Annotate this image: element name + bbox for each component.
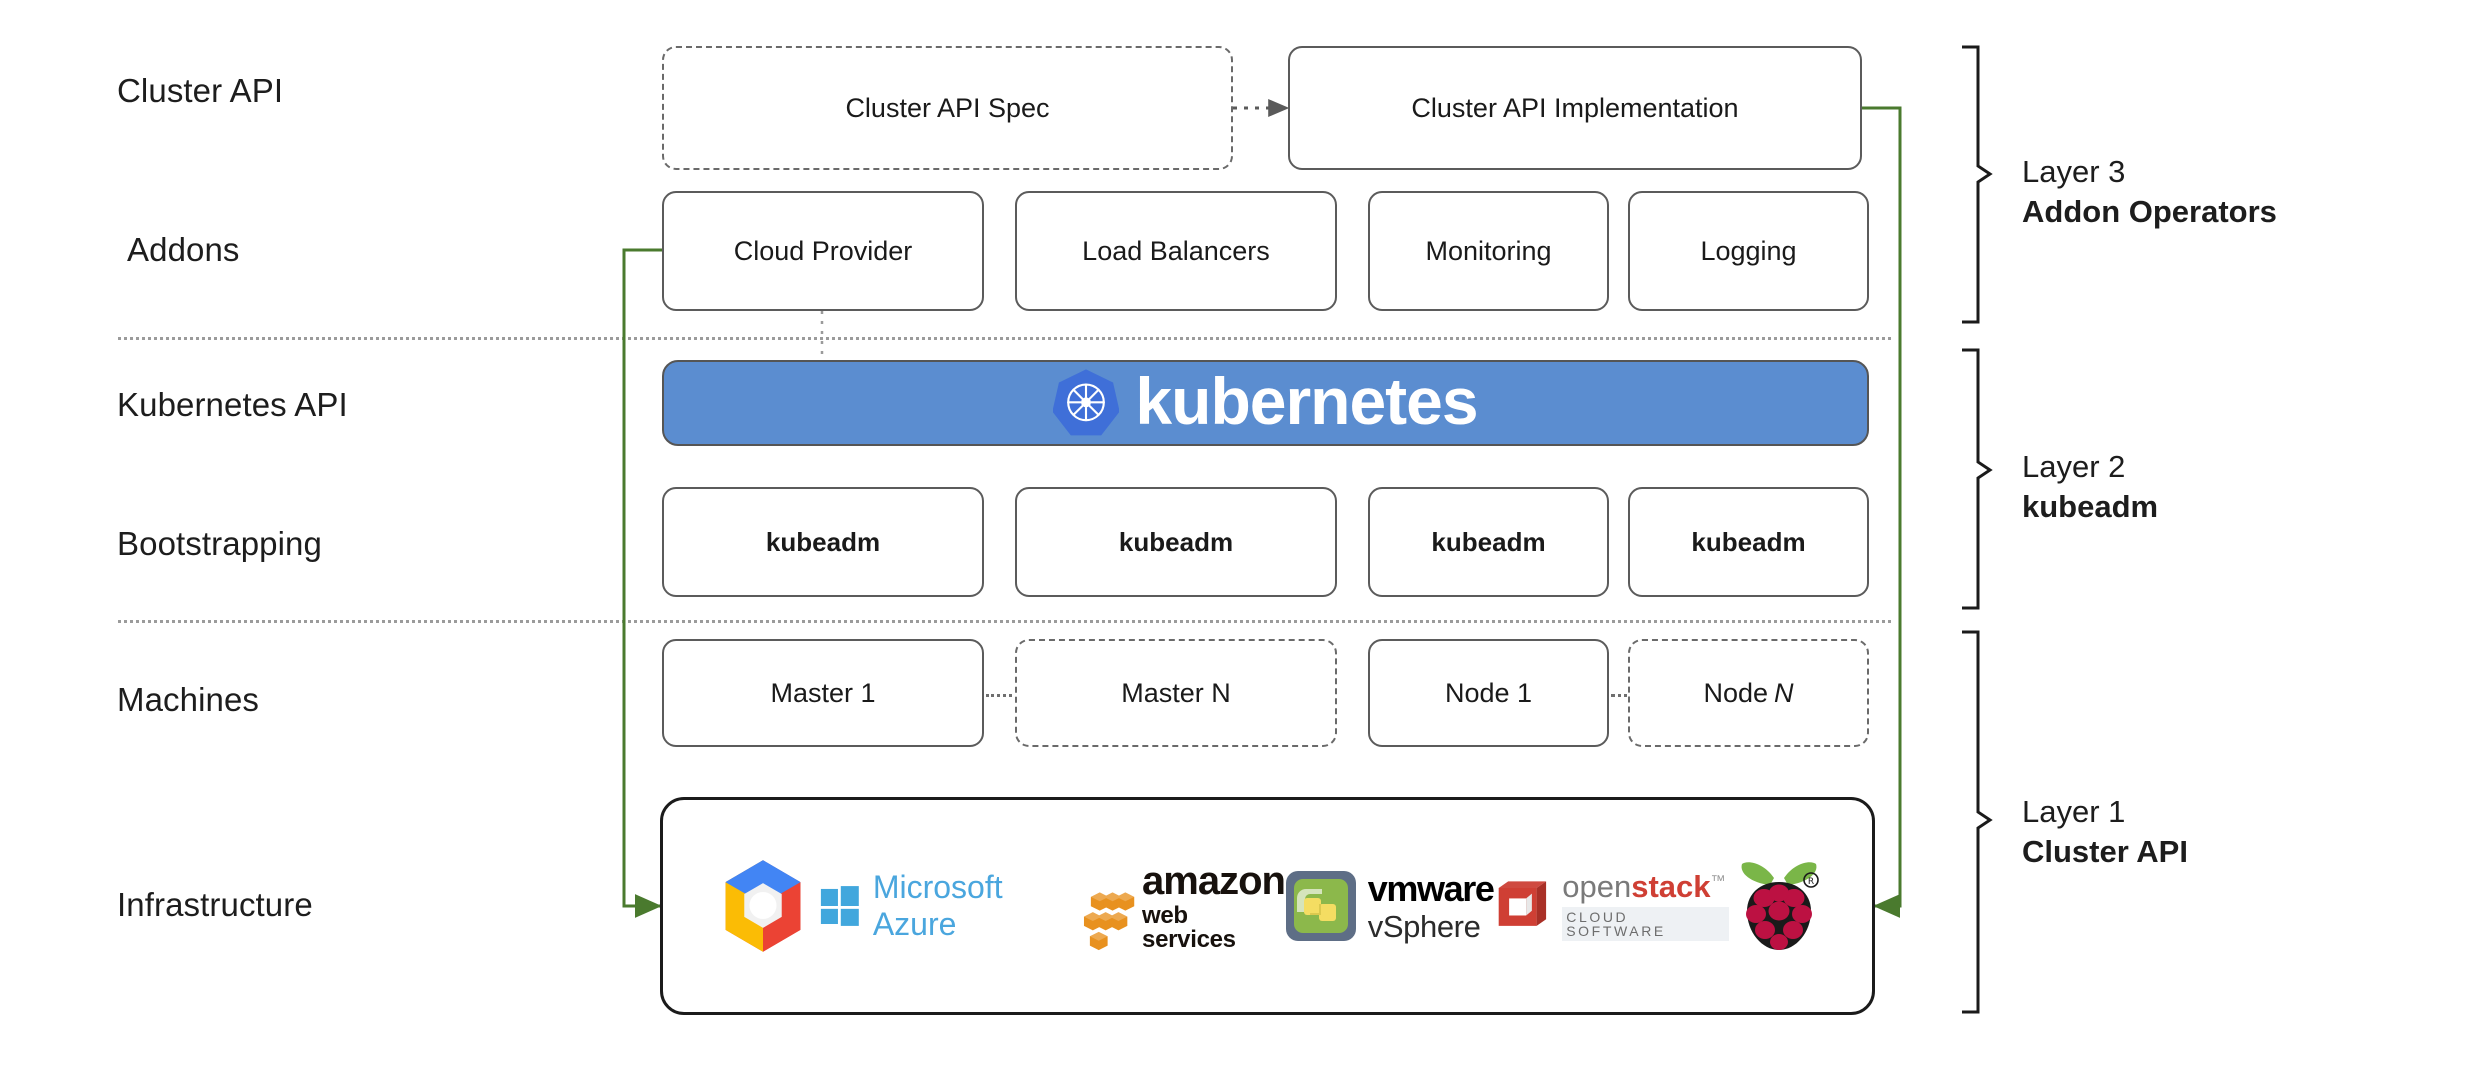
row-label-addons: Addons [127, 231, 240, 268]
node-monitoring[interactable]: Monitoring [1368, 191, 1609, 311]
row-label-machines: Machines [117, 681, 260, 718]
layer-name: Addon Operators [2022, 193, 2277, 229]
row-label-cluster-api: Cluster API [117, 72, 284, 109]
layer-name: Cluster API [2022, 833, 2188, 869]
node-label: Monitoring [1425, 235, 1552, 266]
infrastructure-container[interactable]: Microsoft Azure [660, 797, 1875, 1015]
row-label-kubernetes-api: Kubernetes API [117, 386, 348, 423]
svg-text:R: R [1807, 877, 1813, 887]
node-label: Cluster API Implementation [1411, 92, 1739, 123]
node-logging[interactable]: Logging [1628, 191, 1869, 311]
node-cloud-provider[interactable]: Cloud Provider [662, 191, 984, 311]
layer-number: Layer 3 [2022, 154, 2126, 189]
layer-number: Layer 1 [2022, 794, 2126, 829]
machines-ellipsis-node [1611, 694, 1635, 697]
vmware-wordmark: vmware [1367, 867, 1495, 909]
layer-name: kubeadm [2022, 488, 2159, 524]
openstack-wordmark: openstack™ [1562, 869, 1726, 904]
amazon-web-services-logo: amazon web services [1082, 861, 1286, 952]
amazon-wordmark: amazon [1142, 858, 1286, 903]
node-label: Cloud Provider [733, 235, 913, 266]
divider-layer2-layer1 [118, 620, 1891, 623]
node-kubeadm-3[interactable]: kubeadm [1368, 487, 1609, 597]
kubernetes-helm-wheel-icon [1053, 368, 1120, 438]
node-label: kubeadm [765, 526, 881, 557]
node-label: Master 1 [770, 677, 876, 708]
microsoft-azure-logo: Microsoft Azure [819, 869, 1082, 943]
kubernetes-wordmark: kubernetes [1135, 364, 1478, 438]
node-cluster-api-implementation[interactable]: Cluster API Implementation [1288, 46, 1862, 170]
layer-label-2: Layer 2 kubeadm [2022, 447, 2158, 526]
layer-label-1: Layer 1 Cluster API [2022, 792, 2188, 871]
divider-layer3-layer2 [118, 337, 1891, 340]
node-label: Logging [1700, 235, 1797, 266]
amazon-web-services-subtext: web services [1142, 901, 1236, 953]
node-label: Master N [1121, 677, 1231, 708]
vmware-vsphere-logo: vmware vSphere [1285, 867, 1495, 944]
node-label-italic: N [1773, 677, 1794, 708]
openstack-logo: openstack™ CLOUD SOFTWARE [1493, 869, 1730, 941]
node-label: Node 1 [1444, 677, 1533, 708]
node-label: Node [1703, 677, 1769, 708]
node-label: kubeadm [1691, 526, 1806, 557]
kubernetes-banner[interactable]: kubernetes [662, 360, 1869, 446]
vsphere-subtext: vSphere [1367, 908, 1481, 944]
node-node-1[interactable]: Node 1 [1368, 639, 1609, 747]
raspberry-pi-logo: R [1729, 856, 1828, 956]
node-kubeadm-2[interactable]: kubeadm [1015, 487, 1337, 597]
google-cloud-platform-logo [707, 854, 819, 958]
layer-number: Layer 2 [2022, 449, 2126, 484]
row-label-bootstrapping: Bootstrapping [117, 525, 322, 562]
microsoft-azure-wordmark: Microsoft Azure [872, 869, 1003, 942]
node-label: Cluster API Spec [845, 92, 1050, 123]
layer-label-3: Layer 3 Addon Operators [2022, 152, 2277, 231]
node-cluster-api-spec[interactable]: Cluster API Spec [662, 46, 1233, 170]
node-load-balancers[interactable]: Load Balancers [1015, 191, 1337, 311]
node-label: kubeadm [1431, 526, 1546, 557]
row-label-infrastructure: Infrastructure [117, 886, 313, 923]
openstack-subtext: CLOUD SOFTWARE [1562, 907, 1730, 941]
node-master-n[interactable]: Master N [1015, 639, 1337, 747]
node-kubeadm-1[interactable]: kubeadm [662, 487, 984, 597]
node-label: Load Balancers [1082, 235, 1270, 266]
node-master-1[interactable]: Master 1 [662, 639, 984, 747]
machines-ellipsis-master [986, 694, 1012, 697]
node-kubeadm-4[interactable]: kubeadm [1628, 487, 1869, 597]
node-label: kubeadm [1118, 526, 1234, 557]
